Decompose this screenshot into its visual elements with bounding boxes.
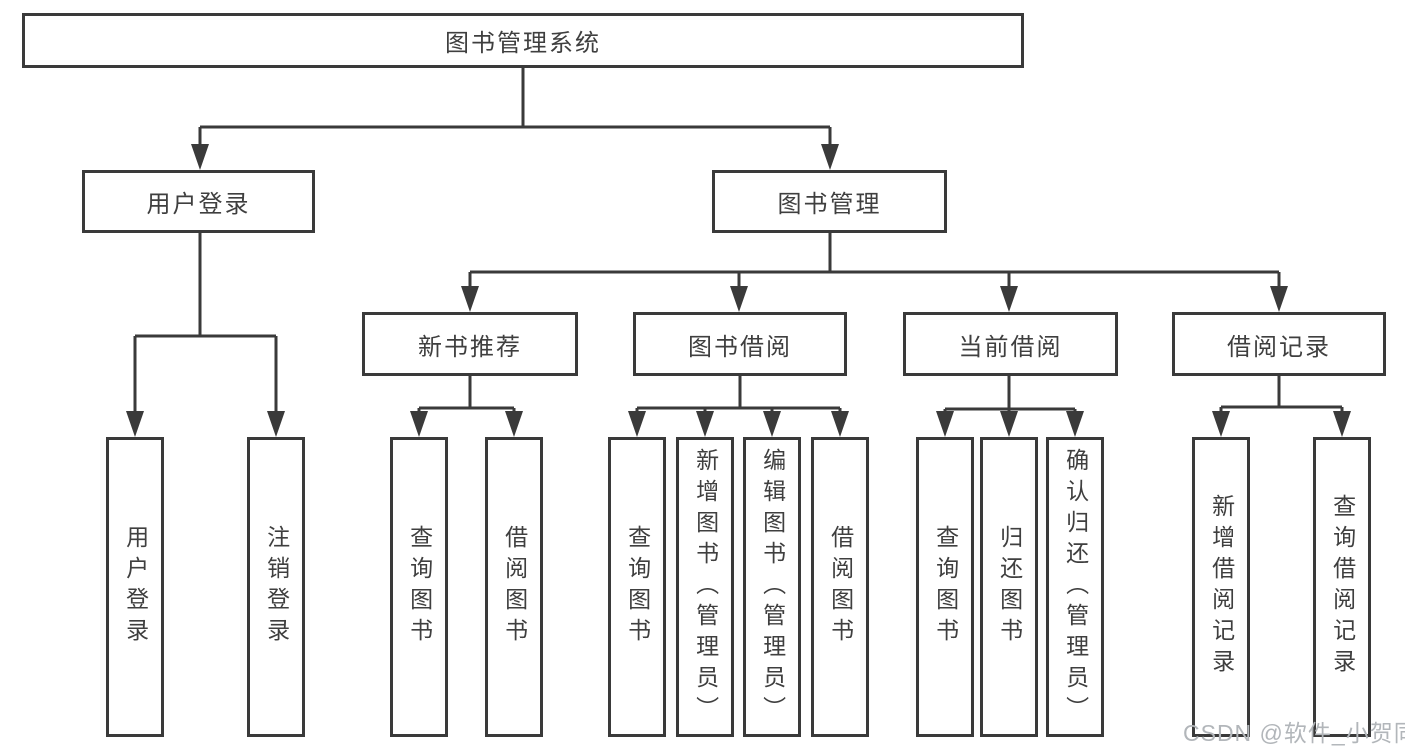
leaf-add-book-admin: 新增图书（管理员） — [676, 437, 734, 737]
leaf-return-book-label: 归还图书 — [996, 525, 1023, 649]
leaf-logout-label: 注销登录 — [263, 525, 290, 649]
leaf-recommend-borrow-book-label: 借阅图书 — [501, 525, 528, 649]
leaf-recommend-query-book: 查询图书 — [390, 437, 448, 737]
leaf-query-borrow-record-label: 查询借阅记录 — [1329, 494, 1356, 680]
leaf-current-query-book: 查询图书 — [916, 437, 974, 737]
node-current-borrow: 当前借阅 — [903, 312, 1118, 376]
leaf-borrow-book: 借阅图书 — [811, 437, 869, 737]
leaf-user-login-label: 用户登录 — [122, 525, 149, 649]
leaf-recommend-query-book-label: 查询图书 — [406, 525, 433, 649]
leaf-confirm-return-admin: 确认归还（管理员） — [1046, 437, 1104, 737]
leaf-borrow-book-label: 借阅图书 — [827, 525, 854, 649]
leaf-recommend-borrow-book: 借阅图书 — [485, 437, 543, 737]
leaf-confirm-return-admin-label: 确认归还（管理员） — [1062, 447, 1089, 727]
leaf-edit-book-admin: 编辑图书（管理员） — [743, 437, 801, 737]
node-user-login: 用户登录 — [82, 170, 315, 233]
leaf-query-borrow-record: 查询借阅记录 — [1313, 437, 1371, 737]
leaf-current-query-book-label: 查询图书 — [932, 525, 959, 649]
leaf-logout: 注销登录 — [247, 437, 305, 737]
node-book-management: 图书管理 — [712, 170, 947, 233]
node-book-borrow: 图书借阅 — [633, 312, 847, 376]
leaf-return-book: 归还图书 — [980, 437, 1038, 737]
leaf-user-login: 用户登录 — [106, 437, 164, 737]
arrowheads — [126, 144, 1351, 437]
leaf-add-borrow-record-label: 新增借阅记录 — [1208, 494, 1235, 680]
node-borrow-records: 借阅记录 — [1172, 312, 1386, 376]
node-new-book-recommend: 新书推荐 — [362, 312, 578, 376]
leaf-borrow-query-book: 查询图书 — [608, 437, 666, 737]
node-root: 图书管理系统 — [22, 13, 1024, 68]
watermark-text: CSDN @软件_小贺同学 — [1183, 720, 1405, 746]
leaf-edit-book-admin-label: 编辑图书（管理员） — [759, 447, 786, 727]
leaf-add-book-admin-label: 新增图书（管理员） — [692, 447, 719, 727]
leaf-borrow-query-book-label: 查询图书 — [624, 525, 651, 649]
leaf-add-borrow-record: 新增借阅记录 — [1192, 437, 1250, 737]
